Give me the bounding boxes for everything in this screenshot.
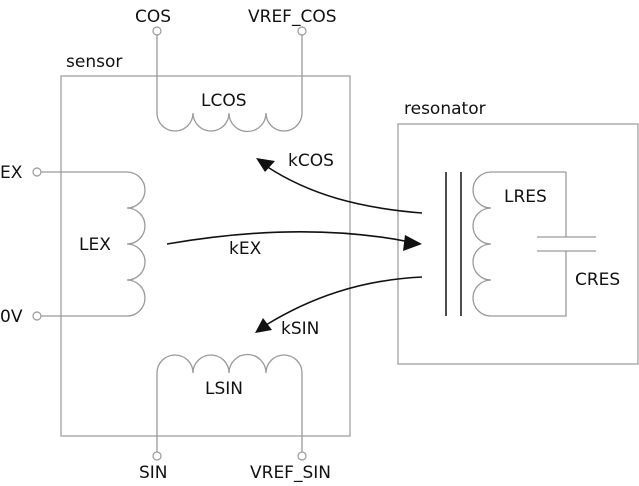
- lcos-label: LCOS: [201, 91, 247, 111]
- sensor-label: sensor: [66, 52, 122, 72]
- lsin-coil: [156, 353, 303, 452]
- lcos-coil: [156, 35, 303, 133]
- kex-label: kEX: [229, 239, 262, 259]
- vref-cos-terminal: [297, 26, 307, 36]
- sensor-block: [60, 75, 351, 437]
- zero-v-terminal: [32, 311, 42, 321]
- sin-label: SIN: [139, 463, 168, 483]
- zero-v-label: 0V: [0, 307, 23, 327]
- sin-terminal: [152, 451, 162, 461]
- vref-sin-label: VREF_SIN: [250, 463, 331, 483]
- kex-arrow: [166, 230, 422, 251]
- lex-coil: [41, 171, 146, 317]
- lex-label: LEX: [79, 235, 111, 255]
- kcos-label: kCOS: [288, 151, 334, 171]
- cres-label: CRES: [575, 270, 620, 290]
- ksin-arrow: [255, 276, 423, 333]
- ex-label: EX: [0, 163, 23, 183]
- cres-capacitor: [537, 236, 596, 252]
- vref-cos-label: VREF_COS: [248, 7, 337, 27]
- ksin-label: kSIN: [281, 319, 319, 339]
- lsin-label: LSIN: [205, 379, 243, 399]
- resonator-label: resonator: [404, 99, 486, 119]
- cos-label: COS: [135, 7, 171, 27]
- ex-terminal: [32, 167, 42, 177]
- lres-coil: [472, 171, 567, 317]
- lres-label: LRES: [504, 187, 547, 207]
- resonator-block: [397, 123, 639, 365]
- kcos-arrow: [256, 158, 423, 214]
- cos-terminal: [152, 26, 162, 36]
- vref-sin-terminal: [297, 451, 307, 461]
